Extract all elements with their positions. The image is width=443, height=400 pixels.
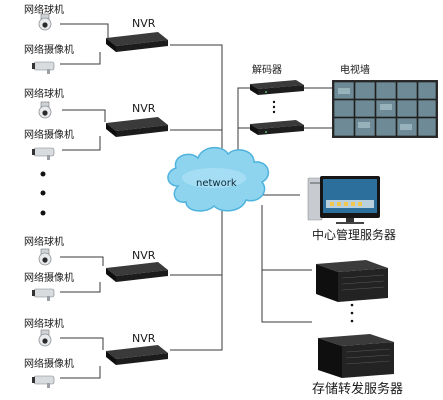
decoder-ellipsis bbox=[272, 100, 276, 114]
link-dome-nvr-1 bbox=[60, 23, 109, 38]
storage-server-icon bbox=[318, 334, 394, 378]
nvr-box-icon bbox=[106, 117, 168, 137]
bullet-camera-label: 网络摄像机 bbox=[24, 45, 74, 56]
nvr-label: NVR bbox=[132, 17, 156, 30]
link-network-decoder-1 bbox=[237, 87, 252, 165]
nvr-label: NVR bbox=[132, 332, 156, 345]
link-dome-nvr-4 bbox=[60, 337, 104, 350]
nvr-box-icon bbox=[106, 262, 168, 282]
dome-camera-icon bbox=[38, 101, 52, 119]
link-network-storage bbox=[261, 205, 312, 323]
nvr-label: NVR bbox=[132, 102, 156, 115]
storage-ellipsis bbox=[350, 303, 354, 323]
network-label: network bbox=[196, 178, 237, 189]
dome-camera-icon bbox=[38, 248, 52, 266]
dome-camera-label: 网络球机 bbox=[24, 319, 64, 330]
link-bullet-nvr-4 bbox=[60, 366, 101, 379]
nvr-box-icon bbox=[106, 32, 168, 52]
link-dome-nvr-3 bbox=[60, 256, 104, 266]
bullet-camera-icon bbox=[31, 375, 55, 389]
link-bullet-nvr-3 bbox=[60, 282, 101, 293]
decoder-box-icon bbox=[250, 80, 304, 95]
bullet-camera-label: 网络摄像机 bbox=[24, 359, 74, 370]
link-bullet-nvr-2 bbox=[62, 136, 101, 151]
bullet-camera-icon bbox=[31, 288, 55, 302]
video-wall-label: 电视墙 bbox=[340, 65, 370, 76]
bullet-camera-icon bbox=[31, 61, 55, 75]
network-cloud-icon bbox=[167, 146, 270, 212]
central-server-label: 中心管理服务器 bbox=[312, 228, 397, 242]
link-dome-nvr-2 bbox=[62, 109, 106, 122]
link-bullet-nvr-1 bbox=[60, 52, 101, 65]
dome-camera-label: 网络球机 bbox=[24, 89, 64, 100]
video-wall-icon bbox=[332, 80, 438, 138]
storage-server-label: 存储转发服务器 bbox=[312, 382, 404, 397]
nvr-box-icon bbox=[106, 345, 168, 365]
camera-group-1 bbox=[31, 13, 55, 75]
decoder-box-icon bbox=[250, 120, 304, 135]
camera-ellipsis bbox=[40, 171, 46, 216]
storage-server-icon bbox=[316, 260, 388, 302]
dome-camera-label: 网络球机 bbox=[24, 237, 64, 248]
dome-camera-icon bbox=[38, 329, 52, 347]
nvr-label: NVR bbox=[132, 249, 156, 262]
decoder-label: 解码器 bbox=[252, 65, 282, 76]
bullet-camera-icon bbox=[31, 147, 55, 161]
dome-camera-label: 网络球机 bbox=[24, 5, 64, 16]
central-server-icon bbox=[307, 176, 380, 224]
bullet-camera-label: 网络摄像机 bbox=[24, 273, 74, 284]
bullet-camera-label: 网络摄像机 bbox=[24, 130, 74, 141]
dome-camera-icon bbox=[38, 13, 52, 31]
